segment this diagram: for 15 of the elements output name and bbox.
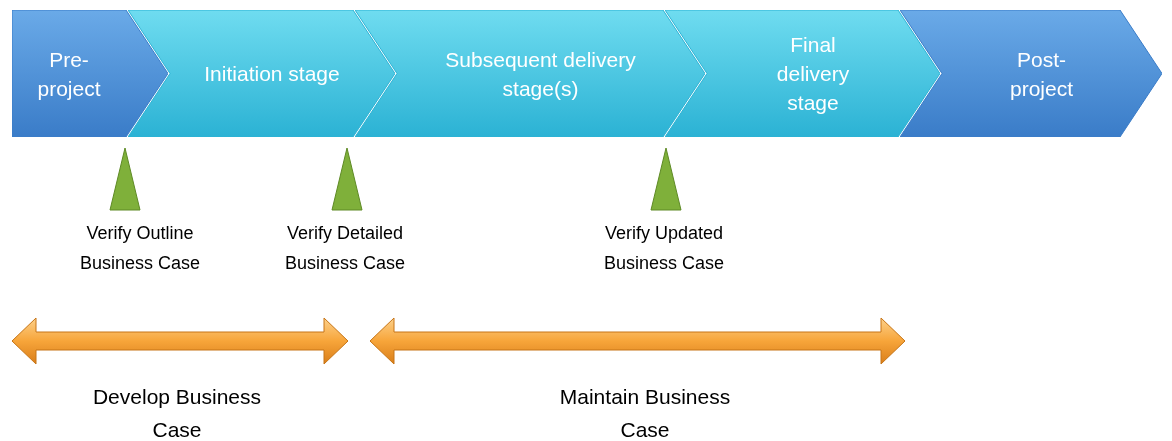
phase-label: Maintain Business Case <box>558 384 732 441</box>
milestone-label: Verify Outline Business Case <box>78 222 202 275</box>
chevron-stage <box>900 10 1162 137</box>
phase-label: Develop Business Case <box>91 384 263 441</box>
chevron-stage <box>12 10 168 137</box>
chevron-stage <box>128 10 395 137</box>
chevron-stage <box>665 10 940 137</box>
milestone-label: Verify Updated Business Case <box>602 222 726 275</box>
stage-label: Final delivery stage <box>775 32 851 116</box>
chevron-stage <box>355 10 705 137</box>
stage-label: Post-project <box>1009 46 1074 102</box>
stage-label: Pre-project <box>36 46 102 102</box>
stage-label: Subsequent delivery stage(s) <box>444 46 637 102</box>
milestone-label: Verify Detailed Business Case <box>283 222 407 275</box>
stage-label: Initiation stage <box>204 61 340 87</box>
